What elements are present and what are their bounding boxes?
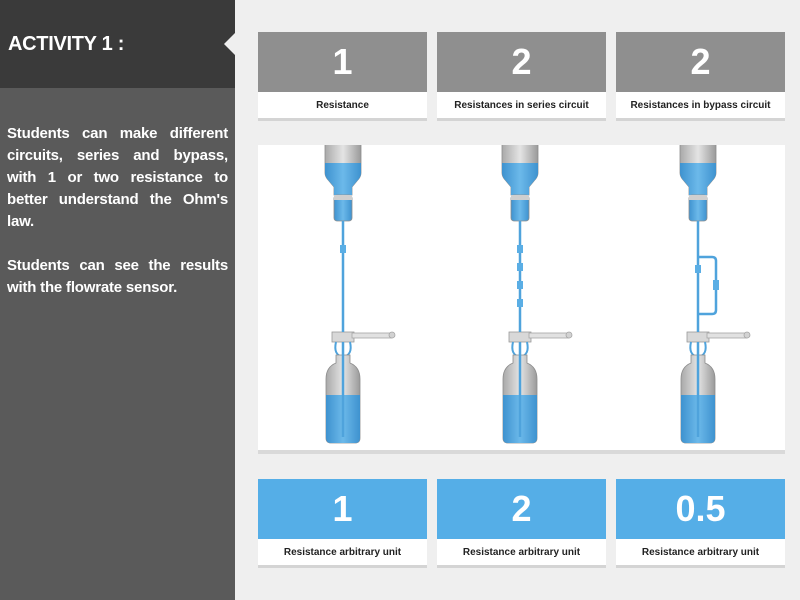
result-label: Resistance arbitrary unit: [437, 539, 606, 568]
result-value: 2: [437, 479, 606, 539]
pointer-notch: [224, 33, 235, 55]
card-series-circuit: 2 Resistances in series circuit: [437, 32, 606, 121]
result-card-bypass: 0.5 Resistance arbitrary unit: [616, 479, 785, 568]
card-value: 1: [258, 32, 427, 92]
card-label: Resistance: [258, 92, 427, 121]
description: Students can make different circuits, se…: [7, 123, 228, 321]
apparatus-bypass-circuit: [678, 145, 752, 445]
apparatus-series-circuit: [500, 145, 574, 445]
card-label: Resistances in series circuit: [437, 92, 606, 121]
card-label: Resistances in bypass circuit: [616, 92, 785, 121]
result-card-series: 2 Resistance arbitrary unit: [437, 479, 606, 568]
description-paragraph-1: Students can make different circuits, se…: [7, 125, 228, 230]
sidebar: ACTIVITY 1 : Students can make different…: [0, 0, 235, 600]
card-value: 2: [616, 32, 785, 92]
description-paragraph-2: Students can see the results with the fl…: [7, 257, 228, 296]
apparatus-panel: [258, 145, 785, 454]
result-card-single: 1 Resistance arbitrary unit: [258, 479, 427, 568]
apparatus-single-resistance: [323, 145, 397, 445]
result-label: Resistance arbitrary unit: [258, 539, 427, 568]
activity-title: ACTIVITY 1 :: [8, 33, 125, 55]
apparatus-illustration: [323, 145, 752, 445]
card-single-resistance: 1 Resistance: [258, 32, 427, 121]
result-value: 1: [258, 479, 427, 539]
title-bar: ACTIVITY 1 :: [0, 0, 235, 88]
card-value: 2: [437, 32, 606, 92]
result-value: 0.5: [616, 479, 785, 539]
result-label: Resistance arbitrary unit: [616, 539, 785, 568]
card-bypass-circuit: 2 Resistances in bypass circuit: [616, 32, 785, 121]
